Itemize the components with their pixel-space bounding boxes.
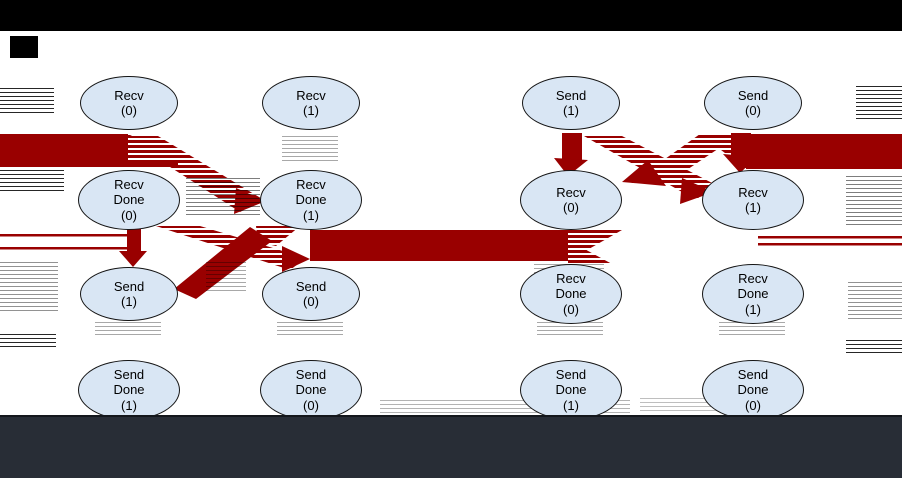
node-send-1-a: Send (1)	[80, 267, 178, 321]
edge-recv-done-1-to-recv-done-0b	[310, 230, 622, 264]
node-send-done-0-a: Send Done (0)	[260, 360, 362, 420]
artifact-stripes	[846, 340, 902, 354]
node-recv-done-1-a: Recv Done (1)	[260, 170, 362, 230]
node-recv-done-0-b: Recv Done (0)	[520, 264, 622, 324]
edge-send-1-to-recv-0	[554, 133, 588, 176]
node-send-done-1-a: Send Done (1)	[78, 360, 180, 420]
node-send-0-b: Send (0)	[704, 76, 802, 130]
node-recv-1-a: Recv (1)	[262, 76, 360, 130]
top-left-fragment	[10, 36, 38, 58]
edge-recv-done-0-to-send-1	[119, 224, 147, 267]
node-send-1-b: Send (1)	[522, 76, 620, 130]
artifact-stripes	[282, 136, 338, 164]
artifact-stripes	[0, 334, 56, 350]
artifact-stripes	[846, 176, 902, 228]
node-recv-done-1-b: Recv Done (1)	[702, 264, 804, 324]
edge-left-thin-lines	[0, 234, 127, 250]
artifact-stripes	[277, 322, 343, 338]
artifact-stripes	[95, 322, 161, 338]
artifact-stripes	[848, 282, 902, 320]
edge-send-0-to-right	[700, 134, 902, 169]
artifact-stripes	[719, 322, 785, 338]
artifact-stripes	[186, 178, 260, 218]
artifact-stripes	[0, 88, 54, 114]
top-black-bar	[0, 0, 902, 31]
artifact-stripes	[0, 170, 64, 192]
node-send-done-1-b: Send Done (1)	[520, 360, 622, 420]
artifact-stripes	[0, 262, 58, 314]
artifact-stripes	[537, 322, 603, 338]
artifact-stripes	[856, 86, 902, 122]
node-recv-done-0-a: Recv Done (0)	[78, 170, 180, 230]
artifact-stripes	[206, 262, 246, 294]
node-send-done-0-b: Send Done (0)	[702, 360, 804, 420]
edge-send-0-to-recv-0	[622, 134, 740, 186]
node-recv-0-a: Recv (0)	[80, 76, 178, 130]
node-recv-0-b: Recv (0)	[520, 170, 622, 230]
edge-recv-done-1-to-send-1	[174, 226, 300, 299]
node-recv-1-b: Recv (1)	[702, 170, 804, 230]
node-send-0-a: Send (0)	[262, 267, 360, 321]
edge-right-thin-lines	[758, 236, 902, 246]
bottom-dark-band	[0, 415, 902, 478]
